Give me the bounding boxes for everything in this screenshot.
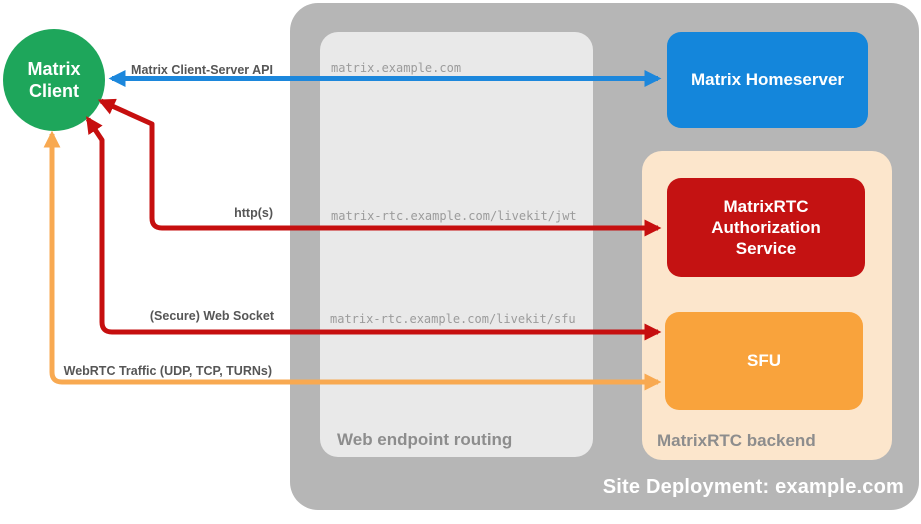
- matrixrtc-authorization-service-label: MatrixRTC Authorization Service: [711, 196, 821, 259]
- web-endpoint-routing-container: Web endpoint routing: [320, 32, 593, 457]
- matrix-client-node: Matrix Client: [3, 29, 105, 131]
- matrix-homeserver-label: Matrix Homeserver: [690, 70, 845, 90]
- web-socket-edge-label: (Secure) Web Socket: [149, 309, 274, 323]
- matrix-homeserver-node: Matrix Homeserver: [667, 32, 868, 128]
- endpoint-url-homeserver: matrix.example.com: [331, 61, 462, 75]
- webrtc-traffic-edge-label: WebRTC Traffic (UDP, TCP, TURNs): [63, 364, 272, 378]
- site-deployment-label: Site Deployment: example.com: [602, 476, 904, 498]
- matrixrtc-backend-label: MatrixRTC backend: [657, 431, 816, 450]
- matrix-client-label: Matrix Client: [27, 58, 81, 102]
- endpoint-url-livekit-sfu: matrix-rtc.example.com/livekit/sfu: [330, 312, 576, 326]
- sfu-label: SFU: [747, 351, 781, 371]
- https-edge-label: http(s): [234, 206, 273, 220]
- endpoint-url-livekit-jwt: matrix-rtc.example.com/livekit/jwt: [331, 209, 577, 223]
- matrixrtc-authorization-service-node: MatrixRTC Authorization Service: [667, 178, 865, 277]
- web-endpoint-routing-label: Web endpoint routing: [337, 430, 513, 449]
- client-server-api-edge-label: Matrix Client-Server API: [131, 63, 273, 77]
- sfu-node: SFU: [665, 312, 863, 410]
